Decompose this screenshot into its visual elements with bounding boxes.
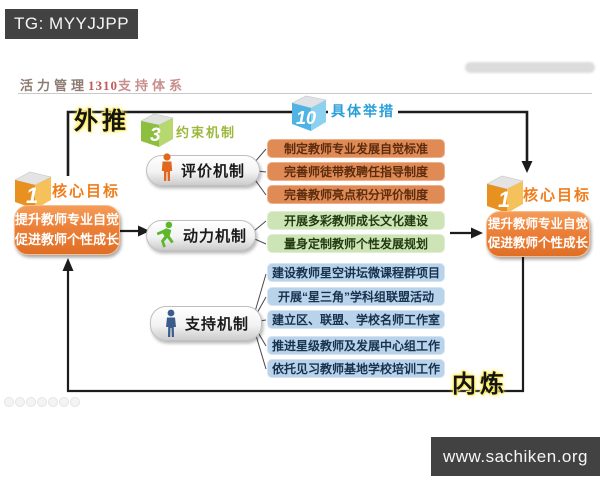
mechanism-label: 动力机制 (183, 228, 248, 245)
measure-item-10: 依托见习教师基地学校培训工作 (267, 359, 445, 378)
title-prefix: 活力管理 (20, 78, 89, 93)
arrow-right-to-right-goal (471, 227, 483, 239)
constraint-cube: 3 (140, 113, 174, 147)
core-goal-line2: 促进教师个性成长 (487, 236, 588, 250)
title-underline (18, 93, 592, 94)
core-goal-cube-right: 1 (486, 175, 524, 213)
measures-label: 具体举措 (328, 101, 398, 121)
measure-item-7: 开展“星三角”学科组联盟活动 (267, 287, 445, 306)
mechanism-label: 支持机制 (185, 316, 250, 333)
measure-item-9: 推进星级教师及发展中心组工作 (267, 336, 445, 355)
inner-refine-label: 内炼 (452, 371, 508, 398)
cube-number: 10 (296, 108, 316, 128)
measure-item-4: 开展多彩教师成长文化建设 (267, 211, 445, 230)
orange-person-icon (161, 152, 173, 181)
watermark-badge-top: TG: MYYJJPP (5, 9, 138, 39)
mechanism-pill-evaluation: 评价机制 (146, 152, 260, 186)
green-runner-icon (156, 221, 174, 248)
cube-number: 3 (150, 125, 161, 146)
measure-item-3: 完善教师亮点积分评价制度 (267, 185, 445, 204)
mechanism-pill-support: 支持机制 (150, 306, 262, 341)
outer-push-label: 外推 (74, 108, 130, 135)
measure-item-1: 制定教师专业发展自觉标准 (267, 139, 445, 158)
measure-item-8: 建立区、联盟、学校名师工作室 (267, 310, 445, 329)
page-title: 活力管理1310支持体系 (20, 75, 186, 94)
mechanism-label: 评价机制 (181, 163, 246, 180)
core-goal-line1: 提升教师专业自觉 (15, 211, 120, 227)
cube-number: 1 (498, 187, 510, 212)
measure-item-5: 量身定制教师个性发展规划 (267, 234, 445, 253)
title-number: 1310 (88, 78, 119, 93)
arrow-up-into-left-goal (62, 258, 74, 271)
core-goal-line2: 促进教师个性成长 (15, 232, 120, 247)
mechanism-pill-motivation: 动力机制 (146, 220, 256, 251)
measures-cube: 10 (291, 95, 327, 131)
blue-person-icon (166, 309, 176, 337)
measure-item-6: 建设教师星空讲坛微课程群项目 (267, 263, 445, 282)
measure-item-2: 完善师徒带教聘任指导制度 (267, 162, 445, 181)
core-goal-box-right: 提升教师专业自觉 促进教师个性成长 (486, 211, 590, 257)
core-goal-box-left: 提升教师专业自觉 促进教师个性成长 (14, 205, 120, 255)
core-goal-line1: 提升教师专业自觉 (487, 216, 588, 231)
constraint-label: 约束机制 (176, 125, 237, 140)
title-suffix: 支持体系 (118, 78, 187, 93)
watermark-badge-bottom: www.sachiken.org (431, 437, 600, 476)
core-goal-label-right: 核心目标 (523, 187, 592, 204)
blurred-watermark-bar (465, 62, 595, 73)
arrow-down-into-right-goal (521, 161, 533, 173)
core-goal-cube-left: 1 (14, 171, 52, 209)
faint-watermark-icons (4, 397, 80, 407)
cube-number: 1 (26, 183, 38, 208)
core-goal-label-left: 核心目标 (52, 183, 121, 200)
